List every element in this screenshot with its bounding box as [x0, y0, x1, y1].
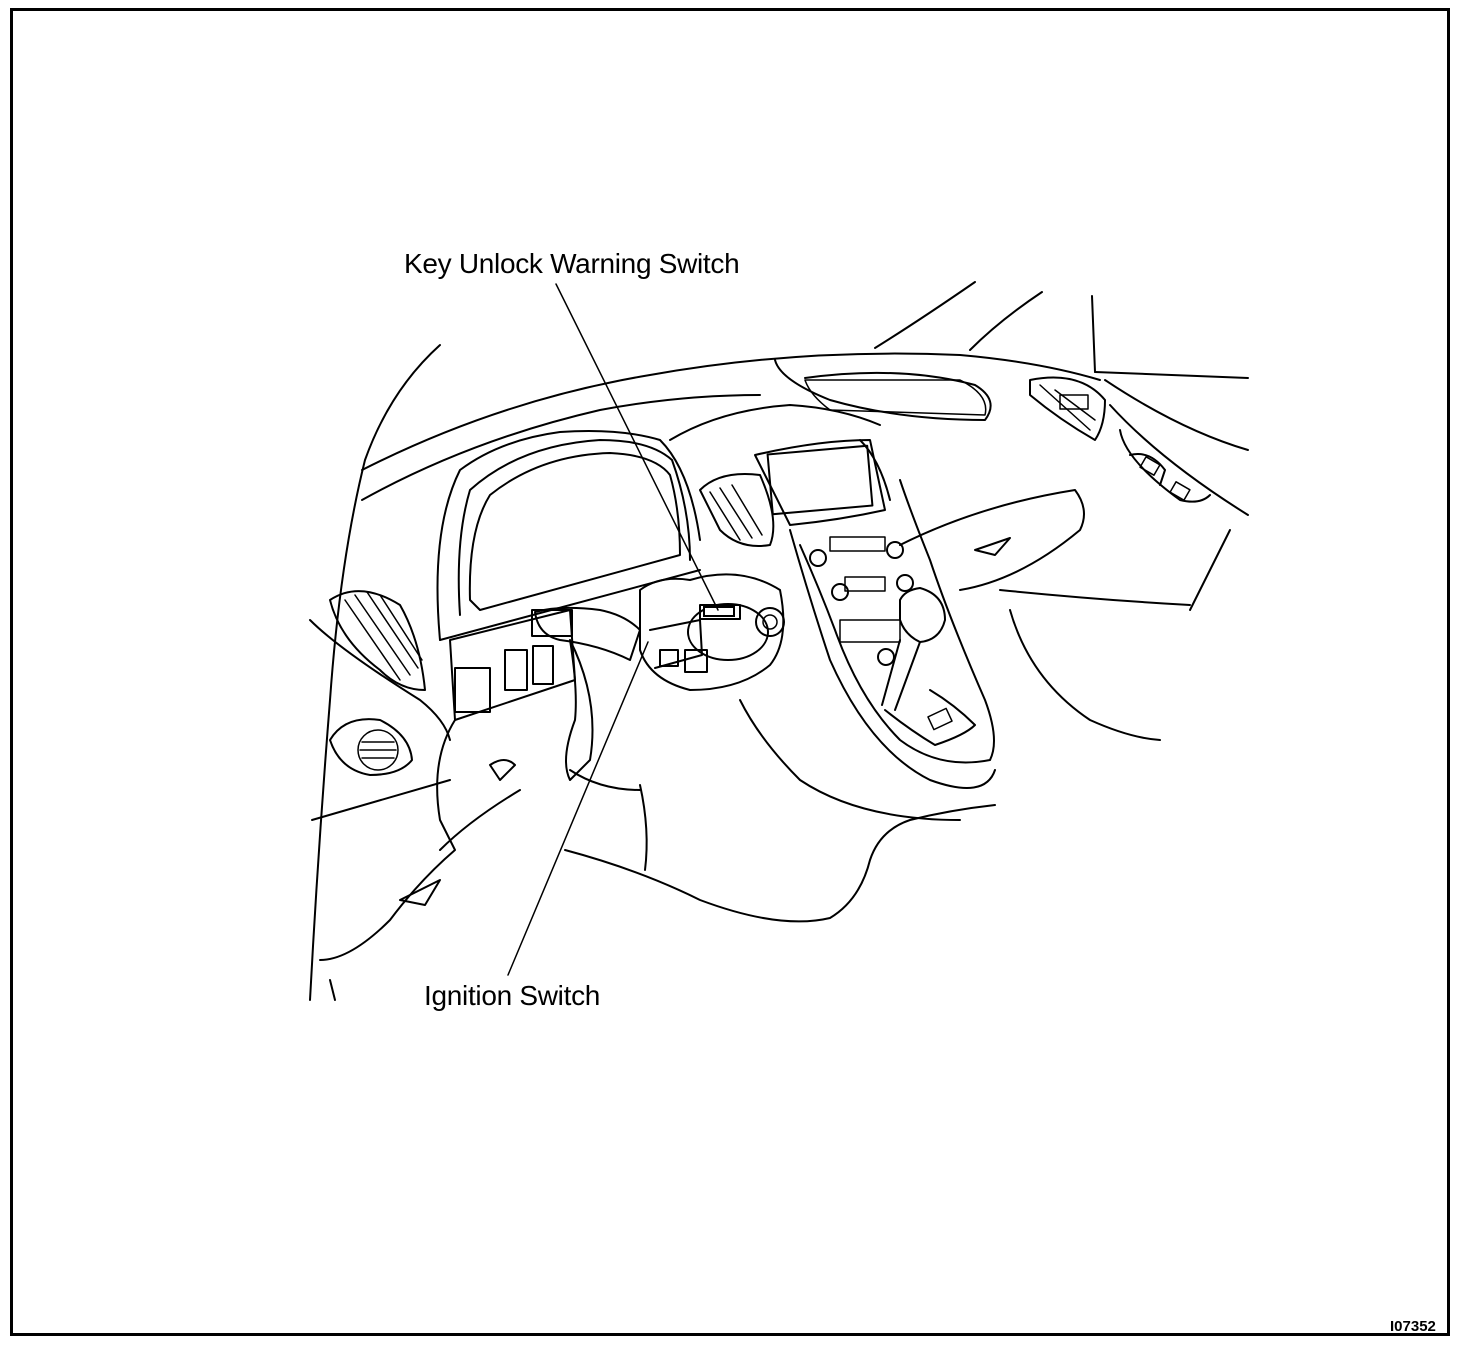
- leader-line-ignition: [507, 641, 649, 976]
- leader-line-key-unlock: [555, 283, 719, 611]
- driver-side-panels: [309, 590, 576, 961]
- floor-lines: [564, 699, 996, 923]
- instrument-cluster: [436, 430, 701, 641]
- diagram-frame: [10, 8, 1450, 1336]
- steering-column: [531, 573, 785, 781]
- center-vent: [699, 473, 775, 547]
- leader-lines: [507, 283, 719, 976]
- callout-ignition-switch: Ignition Switch: [424, 980, 601, 1011]
- dashboard-top: [361, 352, 1101, 501]
- windshield-lines: [309, 281, 1249, 1001]
- callout-key-unlock-warning-switch: Key Unlock Warning Switch: [404, 248, 740, 279]
- figure-id: I07352: [1390, 1318, 1436, 1335]
- passenger-dash: [899, 376, 1249, 741]
- center-console: [669, 404, 996, 789]
